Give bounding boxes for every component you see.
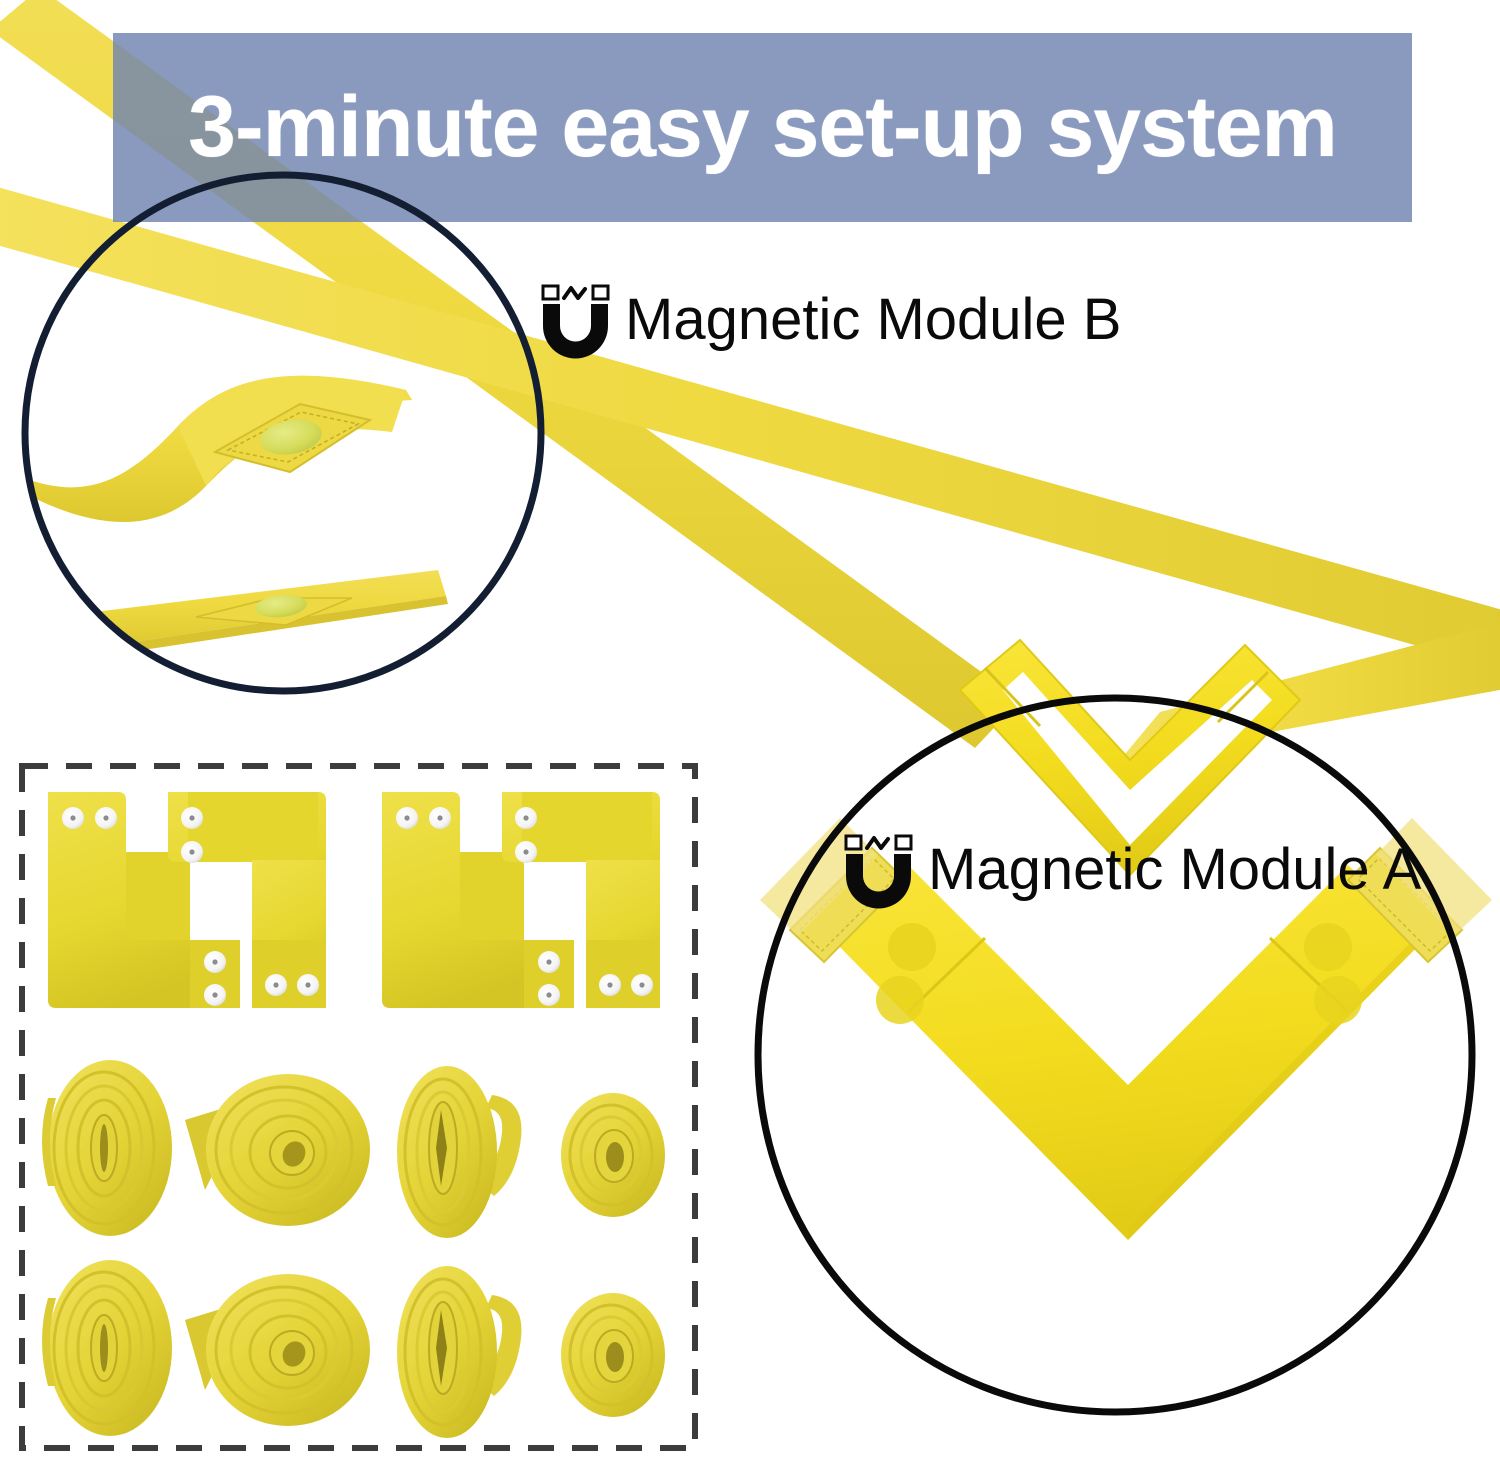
corner-brackets xyxy=(48,792,660,1008)
strap-coils-row-2 xyxy=(42,1260,665,1438)
chevron-outline-inner-cut xyxy=(1003,672,1272,845)
strap-diagonal-cross xyxy=(0,187,1500,670)
strap-coil-8 xyxy=(561,1293,665,1417)
parts-kit-box xyxy=(19,763,698,1451)
strap-coil-5 xyxy=(42,1260,172,1436)
strap-coil-4 xyxy=(561,1093,665,1217)
banner-title: 3-minute easy set-up system xyxy=(188,79,1338,175)
corner-bracket-left-inner xyxy=(168,792,326,1008)
strap-coil-7 xyxy=(397,1266,522,1438)
corner-bracket-right-inner xyxy=(502,792,660,1008)
oval-magnet-lower xyxy=(255,594,307,618)
magnetic-module-a-label: Magnetic Module A xyxy=(840,828,1421,912)
magnet-patch-lower xyxy=(195,594,353,626)
strap-coil-3 xyxy=(397,1066,522,1238)
chevron-seam-left xyxy=(983,666,1042,728)
chevron-magnet-mark-2 xyxy=(888,923,936,971)
callout-circle-top-left xyxy=(21,171,545,695)
horseshoe-magnet-icon xyxy=(541,284,610,359)
magnetic-module-a-text: Magnetic Module A xyxy=(928,837,1422,902)
magnet-patch-upper xyxy=(212,402,373,474)
horseshoe-magnet-icon xyxy=(844,834,913,909)
oval-magnet-upper xyxy=(260,419,322,455)
banner-backdrop xyxy=(113,33,1412,222)
corner-bracket-right-outer xyxy=(382,792,574,1008)
callout-rings xyxy=(21,171,1476,1416)
strap-flat-lower-edge xyxy=(92,596,448,657)
strap-coil-6 xyxy=(185,1274,370,1426)
strap-coils-row-1 xyxy=(42,1060,665,1238)
chevron-magnet-mark-1 xyxy=(876,976,924,1024)
chevron-magnet-mark-3 xyxy=(1314,976,1362,1024)
chevron-solid-main xyxy=(828,862,1424,1240)
strap-coil-1 xyxy=(42,1060,172,1236)
magnetic-module-b-text: Magnetic Module B xyxy=(625,287,1122,352)
chevron-assembly xyxy=(760,638,1492,1240)
corner-bracket-left-outer xyxy=(48,792,240,1008)
callout-circle-bottom-right xyxy=(754,694,1476,1416)
callout-tl-contents xyxy=(30,375,448,657)
strap-coil-2 xyxy=(185,1074,370,1226)
magnetic-module-b-label: Magnetic Module B xyxy=(537,278,1121,362)
chevron-magnet-mark-4 xyxy=(1304,923,1352,971)
